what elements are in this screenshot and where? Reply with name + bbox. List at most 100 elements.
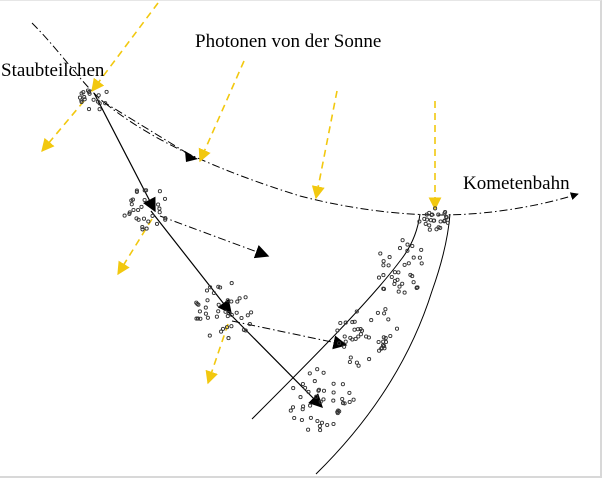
dust-particle <box>298 395 303 400</box>
dust-particle <box>321 397 326 402</box>
dust-particle <box>205 315 210 320</box>
dust-particle <box>247 322 252 327</box>
dust-particle <box>337 409 342 414</box>
dust-particle <box>203 305 208 310</box>
dust-particle <box>359 328 365 333</box>
dust-particle <box>314 394 319 399</box>
dust-particle <box>136 217 141 222</box>
dust-particle <box>355 327 361 332</box>
dust-particle <box>144 226 149 231</box>
dust-particle <box>423 221 428 226</box>
dust-particle <box>79 91 84 96</box>
dust-particle <box>400 281 405 286</box>
dust-particle <box>216 302 221 307</box>
dust-particle <box>354 360 359 365</box>
dust-particle <box>402 290 407 295</box>
dust-particle <box>140 227 145 232</box>
dust-particle <box>249 310 254 315</box>
dust-particle <box>424 217 430 222</box>
dust-particle <box>318 399 323 404</box>
tail-outer-boundary <box>315 213 451 475</box>
dust-particle <box>154 221 160 226</box>
dust-particle <box>300 381 305 387</box>
photon-arrow-reflected-2 <box>117 218 153 276</box>
dust-particle <box>382 311 387 316</box>
dust-cluster-1 <box>77 88 109 112</box>
photon-arrow-incoming-1 <box>91 2 159 93</box>
dust-particle <box>396 289 401 294</box>
orbit-velocity-arrow-2 <box>159 215 270 259</box>
dust-particle <box>157 210 162 215</box>
dust-particle <box>352 319 357 324</box>
dust-particle <box>392 270 397 275</box>
dust-particle <box>386 317 391 322</box>
dust-particle <box>356 334 361 339</box>
dust-particle <box>381 259 386 264</box>
dust-particle <box>358 332 363 337</box>
dust-particle <box>79 99 84 105</box>
dust-particle <box>395 277 400 282</box>
dust-particle <box>131 207 136 213</box>
dust-particle <box>338 320 343 326</box>
dust-particle <box>85 88 91 93</box>
photon-arrow-incoming-2 <box>198 60 245 163</box>
dust-particle <box>400 238 405 243</box>
dust-particle <box>356 363 361 368</box>
dust-particle <box>331 381 336 386</box>
dust-particle <box>382 346 387 351</box>
dust-particle <box>97 101 102 106</box>
dust-particle <box>205 298 210 303</box>
dust-particle <box>229 312 234 317</box>
dust-particle <box>288 408 293 413</box>
dust-particle <box>381 263 386 268</box>
dust-particle <box>223 309 228 314</box>
dust-particle <box>378 251 383 256</box>
dust-particle <box>348 355 353 360</box>
dust-particle <box>427 223 432 228</box>
dust-particle <box>103 101 108 106</box>
dust-particle <box>211 290 216 296</box>
dust-particle <box>408 272 413 277</box>
dust-cluster-head <box>417 206 450 232</box>
dust-particle <box>197 309 202 314</box>
dust-particle <box>347 359 352 365</box>
dust-particle <box>299 417 304 423</box>
dust-particle <box>445 220 450 225</box>
dust-particle <box>375 310 380 315</box>
dust-particle <box>405 248 410 253</box>
dust-particle <box>337 341 342 346</box>
dust-particle <box>392 281 397 287</box>
dust-particle <box>316 387 322 392</box>
dust-cluster-tail-2 <box>335 307 400 368</box>
comet-orbit-path <box>31 22 579 216</box>
dust-particle <box>396 270 401 275</box>
dust-particle <box>315 367 320 372</box>
dust-particle <box>243 328 248 333</box>
dust-particle <box>335 328 340 333</box>
dust-particle <box>195 316 201 321</box>
dust-particle <box>319 420 325 425</box>
dust-trajectory-segment-1 <box>93 92 156 213</box>
dust-particle <box>376 275 382 280</box>
dust-particle <box>417 255 422 260</box>
dust-particle <box>321 388 327 393</box>
dust-particle <box>194 316 199 321</box>
dust-particle <box>424 212 429 217</box>
dust-particle <box>82 97 87 102</box>
dust-particle <box>343 320 348 325</box>
photon-arrows <box>41 2 442 385</box>
dust-particle <box>386 263 391 268</box>
dust-particle <box>317 424 322 429</box>
dust-particle <box>141 216 147 221</box>
dust-particle <box>207 333 212 338</box>
dust-particle <box>402 262 407 267</box>
dust-particle <box>144 188 149 193</box>
dust-particle <box>315 418 320 424</box>
dust-particle <box>405 242 410 247</box>
dust-particle <box>235 299 240 304</box>
photon-arrow-incoming-3 <box>311 90 338 200</box>
dust-particle <box>97 107 102 112</box>
dust-particle <box>229 299 234 304</box>
